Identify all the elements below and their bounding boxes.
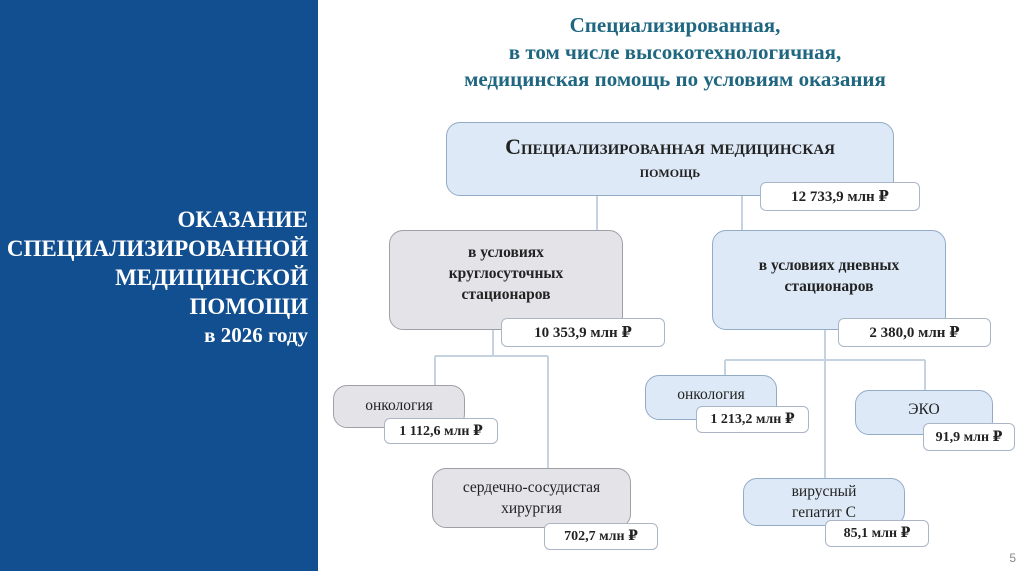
page-title-line: Специализированная,	[569, 13, 781, 37]
day-oncology-amount: 1 213,2 млн ₽	[696, 406, 809, 433]
day-label-line: в условиях дневных	[758, 257, 900, 274]
root-label-line: Специализированная медицинская	[505, 134, 835, 159]
rc-cardio-node: сердечно-сосудистая хирургия	[432, 468, 631, 528]
page-number: 5	[1009, 551, 1016, 565]
day-hepatitis-label-line: вирусный	[791, 483, 857, 500]
rc-cardio-label-line: хирургия	[501, 500, 562, 517]
rc-cardio-label: сердечно-сосудистая хирургия	[463, 477, 600, 519]
root-amount: 12 733,9 млн ₽	[760, 182, 920, 211]
round-clock-label-line: стационаров	[461, 285, 551, 303]
day-eco-label: ЭКО	[908, 401, 940, 418]
rc-cardio-label-line: сердечно-сосудистая	[462, 479, 601, 496]
day-hepatitis-label: вирусный гепатит С	[792, 481, 857, 523]
day-node: в условиях дневных стационаров	[712, 230, 946, 330]
round-clock-label-line: в условиях	[468, 243, 544, 261]
rc-cardio-amount: 702,7 млн ₽	[544, 523, 658, 550]
page-title-line: медицинская помощь по условиям оказания	[464, 67, 886, 91]
round-clock-amount: 10 353,9 млн ₽	[501, 318, 665, 347]
day-eco-amount: 91,9 млн ₽	[923, 423, 1015, 451]
round-clock-label-line: круглосуточных	[448, 264, 564, 282]
day-hepatitis-node: вирусный гепатит С	[743, 478, 905, 526]
sidebar-title: ОКАЗАНИЕ СПЕЦИАЛИЗИРОВАННОЙ МЕДИЦИНСКОЙ …	[0, 205, 308, 350]
sidebar-title-line: СПЕЦИАЛИЗИРОВАННОЙ	[6, 236, 308, 261]
day-oncology-label: онкология	[677, 386, 745, 403]
day-hepatitis-label-line: гепатит С	[792, 504, 856, 521]
sidebar-title-line: ПОМОЩИ	[189, 294, 308, 319]
page-title-line: в том числе высокотехнологичная,	[508, 40, 842, 64]
sidebar-panel: ОКАЗАНИЕ СПЕЦИАЛИЗИРОВАННОЙ МЕДИЦИНСКОЙ …	[0, 0, 318, 571]
root-label-line: помощь	[639, 162, 701, 181]
page-title: Специализированная, в том числе высокоте…	[330, 12, 1020, 93]
sidebar-title-line: ОКАЗАНИЕ	[177, 207, 308, 232]
root-label: Специализированная медицинская помощь	[505, 134, 835, 184]
round-clock-label: в условиях круглосуточных стационаров	[449, 242, 564, 305]
sidebar-title-line: МЕДИЦИНСКОЙ	[115, 265, 308, 290]
sidebar-year: в 2026 году	[204, 323, 308, 347]
day-hepatitis-amount: 85,1 млн ₽	[825, 520, 929, 547]
rc-oncology-amount: 1 112,6 млн ₽	[384, 418, 498, 444]
day-label: в условиях дневных стационаров	[759, 255, 900, 297]
round-clock-node: в условиях круглосуточных стационаров	[389, 230, 623, 330]
day-label-line: стационаров	[784, 278, 874, 295]
day-amount: 2 380,0 млн ₽	[838, 318, 991, 347]
rc-oncology-label: онкология	[365, 396, 433, 414]
root-node: Специализированная медицинская помощь	[446, 122, 894, 196]
